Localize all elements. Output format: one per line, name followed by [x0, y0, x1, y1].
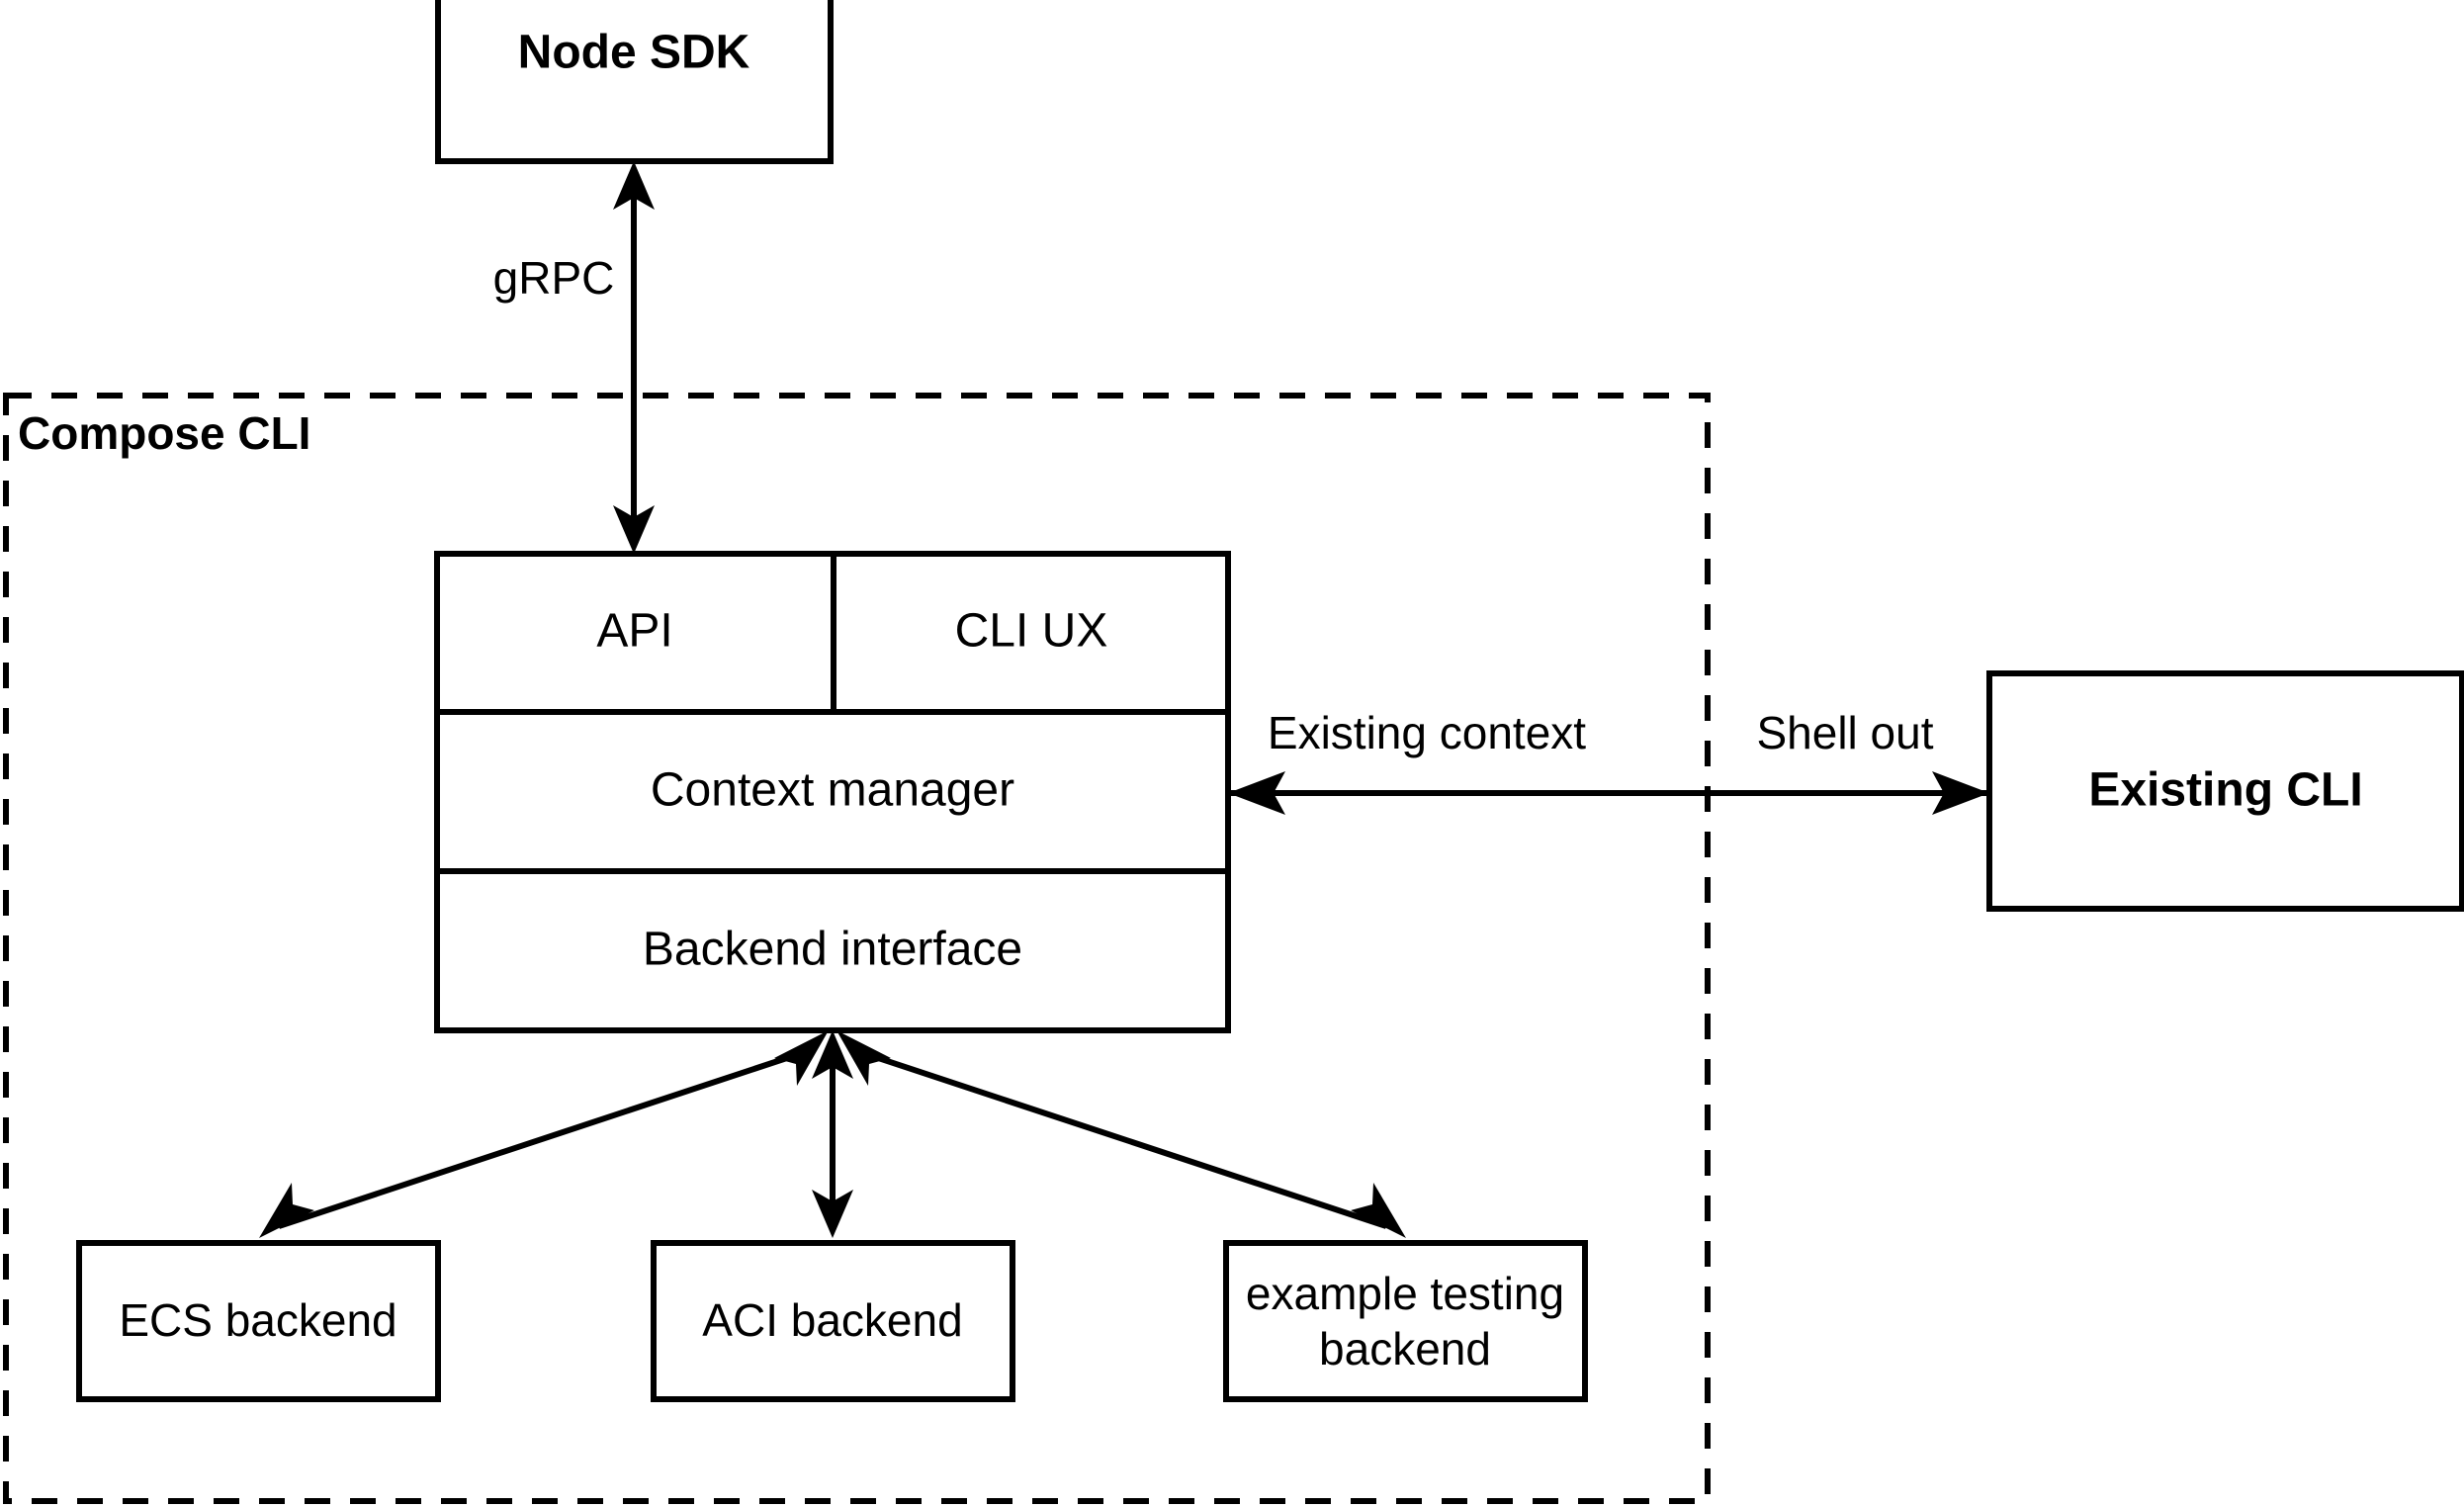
context-manager-label: Context manager: [651, 764, 1014, 817]
aci-backend-label: ACI backend: [702, 1294, 962, 1346]
node-sdk-box[interactable]: [435, 0, 834, 164]
aci-backend-box[interactable]: [651, 1240, 1015, 1402]
example-testing-backend-label-line1: example testing: [1246, 1268, 1564, 1319]
ecs-backend-label: ECS backend: [119, 1294, 396, 1346]
edge-example-arrowhead-bottom: [1351, 1183, 1406, 1238]
cli-ux-label: CLI UX: [955, 605, 1108, 658]
edge-shell-out-label: Shell out: [1756, 707, 1933, 758]
group-boundary-compose-cli: [3, 393, 1711, 1504]
existing-cli-label: Existing CLI: [2088, 764, 2362, 817]
ecs-backend-box[interactable]: [76, 1240, 441, 1402]
edge-existing-context-label: Existing context: [1268, 707, 1586, 758]
edge-shell-out-arrowhead: [1932, 771, 1989, 815]
edge-grpc-arrowhead-up: [613, 161, 655, 210]
edge-grpc-arrowhead-down: [613, 505, 655, 554]
edge-example-line: [853, 1047, 1387, 1229]
node-sdk-label: Node SDK: [518, 27, 750, 79]
edge-existing-context-arrowhead: [1228, 771, 1285, 815]
edge-example-arrowhead-top: [836, 1030, 891, 1086]
edge-ecs-line: [278, 1047, 812, 1229]
edge-ecs-arrowhead-top: [774, 1030, 829, 1086]
edge-aci-arrowhead-bottom: [812, 1190, 853, 1238]
example-testing-backend-box[interactable]: [1223, 1240, 1588, 1402]
edge-grpc-label: gRPC: [493, 252, 615, 304]
edge-ecs-arrowhead-bottom: [259, 1183, 314, 1238]
backend-interface-label: Backend interface: [643, 924, 1022, 976]
existing-cli-box[interactable]: [1986, 670, 2464, 912]
example-testing-backend-label-line2: backend: [1319, 1323, 1491, 1374]
api-label: API: [596, 605, 672, 658]
group-label-compose-cli: Compose CLI: [18, 407, 310, 459]
edge-aci-arrowhead-top: [812, 1030, 853, 1079]
